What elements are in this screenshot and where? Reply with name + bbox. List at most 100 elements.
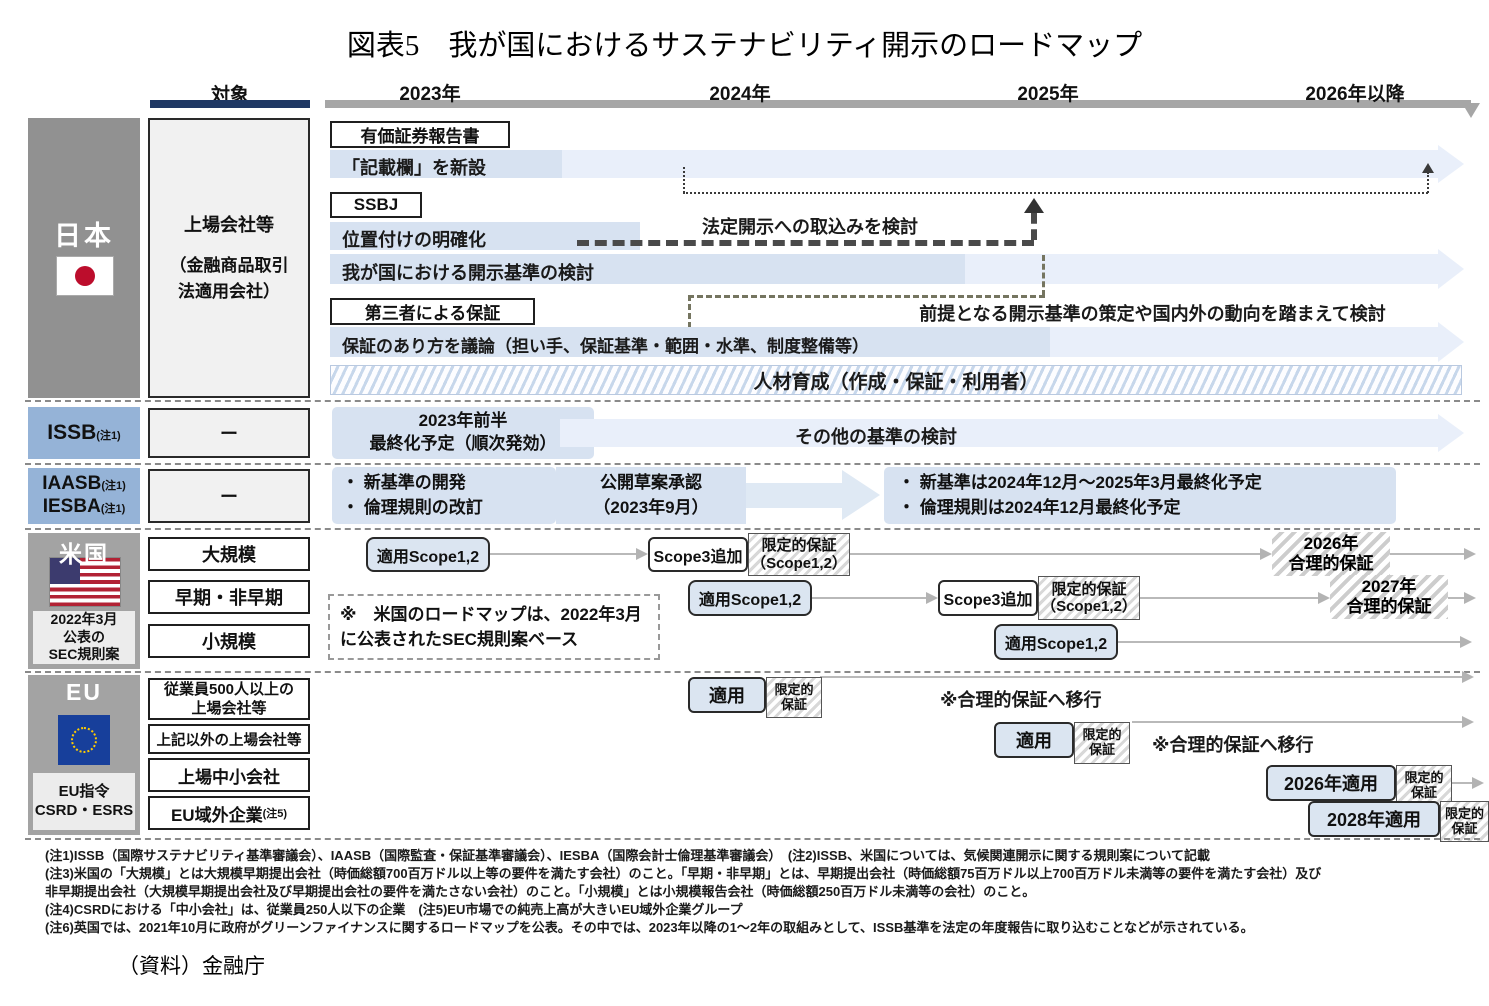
- eu-row3-line: [1452, 782, 1474, 784]
- dotted-connector-up: [1427, 172, 1429, 193]
- timeline-axis: [325, 100, 1471, 108]
- us-acc-line1: [812, 597, 928, 599]
- separator-eu-bottom: [25, 838, 1480, 840]
- iaasb-final-item: ・ 倫理規則は2024年12月最終化予定: [898, 497, 1181, 517]
- us-acc-line2: [1140, 597, 1320, 599]
- us-large-assured2026-box: 2026年 合理的保証: [1272, 532, 1390, 576]
- us-small-apply-box: 適用Scope1,2: [994, 624, 1118, 660]
- issb-finalize-box: 2023年前半 最終化予定（順次発効）: [332, 407, 594, 459]
- hr-development-bar: 人材育成（作成・保証・利用者）: [330, 365, 1462, 395]
- issb-other-bar-text: その他の基準の検討: [795, 427, 957, 447]
- eu-row2-line: [1132, 721, 1464, 723]
- japan-label: 日本: [54, 221, 114, 251]
- footnote-4: (注4)CSRDにおける「中小会社」は、従業員250人以下の企業 (注5)EU市…: [45, 902, 743, 917]
- us-target-large: 大規模: [148, 537, 310, 571]
- footnote-3: 非早期提出会社（大規模早期提出会社及び早期提出会社の要件を満たさない会社）のこと…: [45, 884, 1036, 899]
- assurance-bar-arrowhead: [1438, 322, 1464, 362]
- kisairan-bar-text: 「記載欄」を新設: [342, 158, 486, 178]
- eu-sublabel: EU指令 CSRD・ESRS: [33, 773, 135, 830]
- year-2024: 2024年: [709, 84, 771, 105]
- section-label-iaasb: IAASB(注1) IESBA(注1): [28, 468, 140, 524]
- eu-row2-shift-text: ※合理的保証へ移行: [1152, 735, 1314, 755]
- section-label-eu: EU EU指令 CSRD・ESRS: [28, 675, 140, 835]
- japan-target-line: 上場会社等: [184, 215, 274, 235]
- eu-flag-icon: [58, 715, 110, 765]
- japan-target-line: 法適用会社）: [178, 281, 280, 301]
- japan-target-line: （金融商品取引: [169, 256, 289, 275]
- issb-note-ref: (注1): [96, 430, 121, 443]
- eu-target-500plus: 従業員500人以上の 上場会社等: [148, 678, 310, 720]
- us-acc-line3-arrowhead: [1464, 592, 1476, 604]
- us-acc-line3: [1448, 597, 1466, 599]
- legal-dashed-vertical: [1031, 213, 1037, 240]
- us-large-line3: [1390, 553, 1466, 555]
- assurance-bar-text: 保証のあり方を議論（担い手、保証基準・範囲・水準、制度整備等）: [342, 337, 869, 356]
- us-acc-apply-box: 適用Scope1,2: [688, 580, 812, 616]
- footnote-1: (注1)ISSB（国際サステナビリティ基準審議会）、IAASB（国際監査・保証基…: [45, 848, 1211, 863]
- iaasb-draft-box: 公開草案承認 （2023年9月）: [556, 467, 746, 524]
- premise-connector-vertical-right: [1042, 255, 1045, 296]
- us-acc-line2-arrowhead: [1318, 592, 1330, 604]
- separator-japan-issb: [25, 400, 1480, 402]
- issb-target-box: ー: [148, 408, 310, 458]
- separator-issb-iaasb: [25, 463, 1480, 465]
- legal-incorporation-text: 法定開示への取込みを検討: [702, 217, 918, 237]
- us-large-line1-arrowhead: [636, 548, 648, 560]
- positioning-bar-text: 位置付けの明確化: [342, 230, 486, 250]
- eu-row1-line: [820, 676, 1464, 678]
- us-acc-limited-box: 限定的保証 （Scope1,2）: [1038, 576, 1140, 620]
- issb-other-bar-arrowhead: [1438, 414, 1464, 452]
- eu-target-other-listed: 上記以外の上場会社等: [148, 724, 310, 754]
- us-flag-icon: [49, 557, 121, 607]
- eu-row4-limited-box: 限定的 保証: [1440, 801, 1489, 842]
- section-label-issb: ISSB(注1): [28, 407, 140, 459]
- iaasb-final-box: ・ 新基準は2024年12月～2025年3月最終化予定 ・ 倫理規則は2024年…: [884, 467, 1396, 524]
- third-party-assurance-label: 第三者による保証: [330, 298, 535, 325]
- year-2025: 2025年: [1017, 84, 1079, 105]
- us-sublabel: 2022年3月 公表の SEC規則案: [33, 611, 135, 664]
- premise-text: 前提となる開示基準の策定や国内外の動向を踏まえて検討: [919, 304, 1386, 324]
- us-target-accelerated: 早期・非早期: [148, 580, 310, 614]
- us-large-apply-box: 適用Scope1,2: [366, 537, 490, 572]
- issb-label: ISSB: [47, 421, 97, 445]
- timeline-axis-end-arrow: [1462, 103, 1480, 118]
- premise-connector-horizontal: [688, 295, 1045, 298]
- us-large-line1: [490, 553, 638, 555]
- eu-row1-limited-box: 限定的 保証: [766, 677, 822, 718]
- us-large-scope3-box: Scope3追加: [648, 537, 748, 572]
- year-2023: 2023年: [399, 84, 461, 105]
- standards-bar-solid: [330, 254, 965, 284]
- us-note-box: ※ 米国のロードマップは、2022年3月 に公表されたSEC規則案ベース: [328, 594, 660, 660]
- eu-row3-limited-box: 限定的 保証: [1396, 765, 1452, 806]
- year-2026-plus: 2026年以降: [1305, 84, 1405, 105]
- figure-title: 図表5 我が国におけるサステナビリティ開示のロードマップ: [346, 30, 1143, 62]
- section-label-japan: 日本: [28, 118, 140, 398]
- iaasb-dev-item: ・ 倫理規則の改訂: [342, 497, 483, 517]
- footnote-2: (注3)米国の「大規模」とは大規模早期提出会社（時価総額700百万ドル以上等の要…: [45, 866, 1322, 881]
- japan-flag-icon: [56, 256, 114, 296]
- premise-connector-vertical-left: [688, 295, 691, 328]
- eu-row1-shift-text: ※合理的保証へ移行: [940, 690, 1102, 710]
- dotted-connector-horizontal: [683, 192, 1428, 194]
- yuho-report-label: 有価証券報告書: [330, 121, 510, 148]
- eu-label: EU: [66, 679, 102, 705]
- us-target-small: 小規模: [148, 624, 310, 658]
- eu-row3-apply2026-box: 2026年適用: [1266, 765, 1396, 801]
- eu-target-non-eu: EU域外企業(注5): [148, 796, 310, 830]
- us-large-line2: [850, 553, 1262, 555]
- us-acc-assured2027-box: 2027年 合理的保証: [1330, 575, 1448, 619]
- iaasb-block-arrowhead: [842, 470, 880, 520]
- hr-development-text: 人材育成（作成・保証・利用者）: [753, 371, 1039, 393]
- legal-up-arrowhead: [1024, 198, 1044, 213]
- us-large-line3-arrowhead: [1464, 548, 1476, 560]
- iaasb-label: IAASB: [42, 473, 102, 495]
- assurance-bar-solid: [330, 327, 1050, 357]
- standards-bar-text: 我が国における開示基準の検討: [342, 263, 594, 283]
- footnote-5: (注6)英国では、2021年10月に政府がグリーンファイナンスに関するロードマッ…: [45, 920, 1254, 935]
- legal-dashed-line: [577, 240, 1034, 246]
- source-attribution: （資料）金融庁: [118, 954, 265, 978]
- kisairan-bar-arrowhead: [1438, 145, 1464, 183]
- iaasb-dev-item: ・ 新基準の開発: [342, 472, 466, 492]
- us-small-line: [1118, 641, 1462, 643]
